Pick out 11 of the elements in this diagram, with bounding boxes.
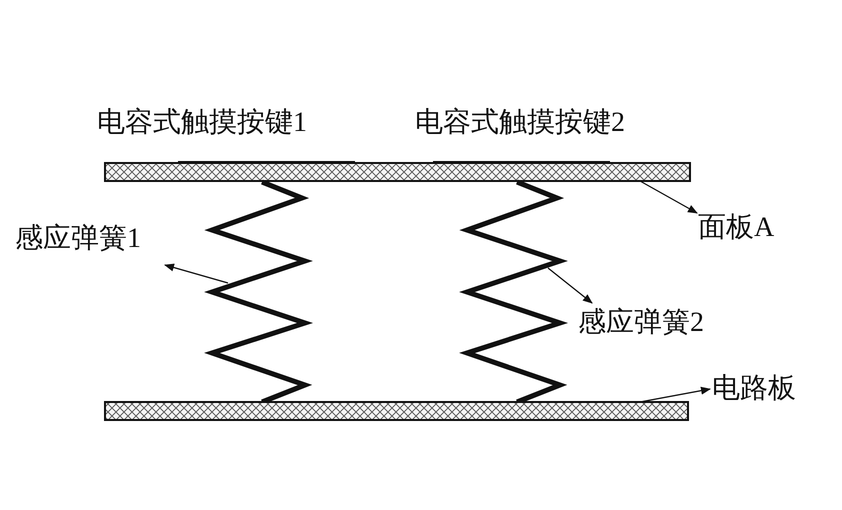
leader-line <box>640 180 698 214</box>
circuit-board <box>104 401 689 421</box>
part-label: 面板A <box>698 211 774 245</box>
part-label: 感应弹簧1 <box>15 222 141 256</box>
panel-board <box>104 162 691 182</box>
leader-line <box>164 264 228 284</box>
part-label: 电路板 <box>712 372 796 406</box>
part-label: 感应弹簧2 <box>578 306 704 340</box>
key-label: 电容式触摸按键1 <box>97 106 307 140</box>
key-label: 电容式触摸按键2 <box>415 106 625 140</box>
leader-line <box>548 268 593 304</box>
